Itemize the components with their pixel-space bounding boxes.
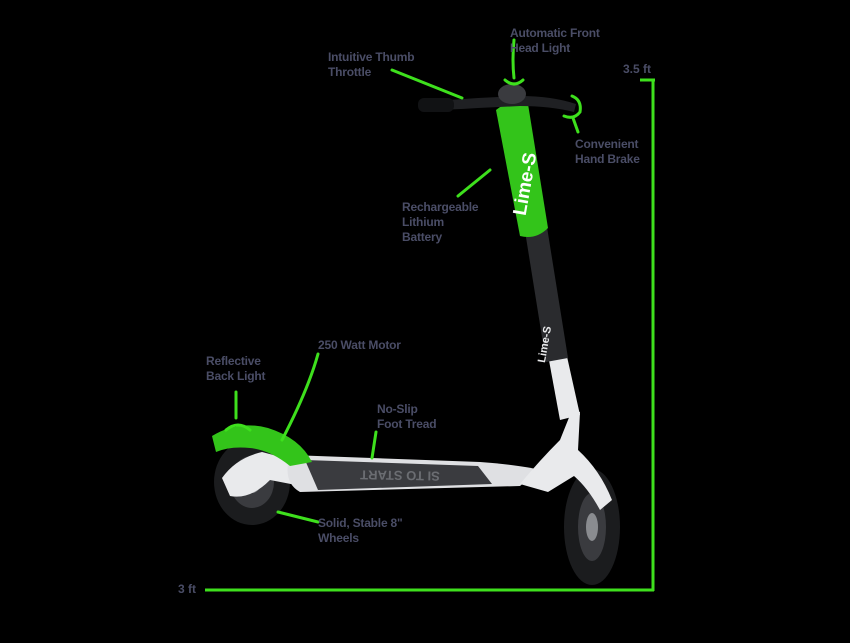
lower-stem — [548, 352, 580, 420]
backlight-leader — [224, 390, 252, 432]
deck-grip — [305, 460, 492, 490]
height-dimension-label: 3.5 ft — [623, 62, 652, 76]
scooter-illustration: SI TO START Lime-S Lime-S — [212, 84, 620, 585]
hand-brake-label: Convenient Hand Brake — [575, 137, 640, 166]
rear-fender — [212, 425, 312, 466]
motor-label: 250 Watt Motor — [318, 338, 401, 352]
head-light-label: Automatic Front Head Light — [510, 26, 600, 55]
handlebar — [420, 96, 576, 112]
head-light-housing — [498, 84, 526, 104]
battery-label: Rechargeable Lithium Battery — [402, 200, 479, 244]
dimension-lines — [205, 78, 655, 592]
wheels-label: Solid, Stable 8" Wheels — [318, 516, 403, 545]
headlight-leader — [503, 38, 525, 86]
tread-leader — [370, 430, 378, 460]
leader-lines — [224, 38, 582, 524]
left-grip — [418, 98, 454, 112]
wheels-leader — [276, 510, 320, 524]
stem-battery-panel — [496, 102, 548, 237]
thumb-throttle-label: Intuitive Thumb Throttle — [328, 50, 415, 79]
foot-tread-label: No-Slip Foot Tread — [377, 402, 437, 431]
length-dimension-label: 3 ft — [178, 582, 196, 596]
deck-text: SI TO START — [360, 467, 440, 483]
front-fork — [520, 410, 612, 510]
throttle-leader — [390, 68, 464, 100]
back-light-label: Reflective Back Light — [206, 354, 266, 383]
battery-leader — [456, 168, 492, 198]
motor-leader — [280, 352, 320, 442]
brake-leader — [562, 94, 582, 134]
